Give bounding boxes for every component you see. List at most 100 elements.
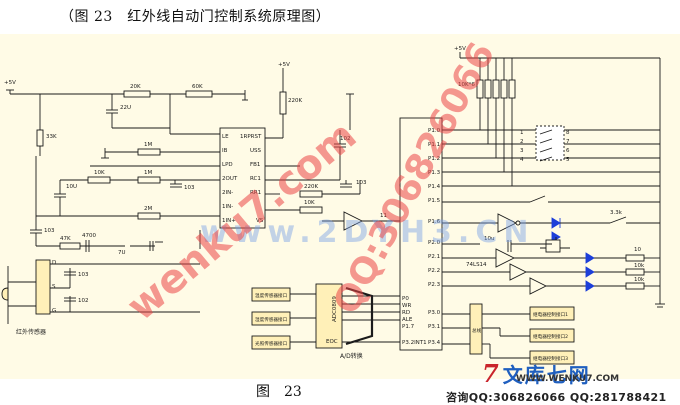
svg-text:11: 11 — [380, 213, 387, 219]
svg-text:LPD: LPD — [222, 162, 233, 168]
svg-text:220K: 220K — [288, 98, 302, 104]
svg-text:FB1: FB1 — [250, 162, 260, 168]
svg-text:10U: 10U — [66, 184, 77, 190]
svg-text:10k: 10k — [634, 263, 645, 269]
svg-text:S: S — [52, 284, 56, 290]
svg-text:P1.2: P1.2 — [428, 156, 440, 162]
svg-text:ADC0809: ADC0809 — [332, 296, 338, 322]
svg-text:继电器控制接口1: 继电器控制接口1 — [533, 311, 568, 318]
svg-text:33K: 33K — [46, 134, 57, 140]
svg-text:103: 103 — [78, 272, 89, 278]
brand-logo: 7 文库七网 — [482, 358, 591, 388]
switch-and-led-section: 3.3k 10u 74LS14 10 10k 10k — [442, 195, 660, 295]
svg-text:103: 103 — [356, 180, 367, 186]
svg-text:USS: USS — [250, 148, 262, 154]
svg-text:LE: LE — [222, 134, 229, 140]
svg-text:P1.6: P1.6 — [428, 219, 441, 225]
circuit-schematic: +5V 33K 20K 60K 22U LE IB LPD 2OUT 2IN- … — [1, 46, 665, 365]
svg-text:P2.0: P2.0 — [428, 240, 441, 246]
svg-text:1IN-: 1IN- — [222, 204, 233, 210]
svg-text:P1.3: P1.3 — [428, 170, 441, 176]
svg-text:7U: 7U — [118, 250, 126, 256]
svg-text:6: 6 — [566, 148, 570, 154]
svg-text:7: 7 — [566, 139, 570, 145]
vcc-left-label: +5V — [4, 80, 16, 86]
svg-text:1: 1 — [520, 130, 524, 136]
dip-switch: 1 2 3 4 8 7 6 5 — [520, 125, 570, 163]
svg-text:继电器控制接口3: 继电器控制接口3 — [533, 355, 568, 362]
svg-text:继电器控制接口2: 继电器控制接口2 — [533, 333, 568, 340]
svg-text:10K*6: 10K*6 — [458, 82, 475, 88]
svg-text:3.3k: 3.3k — [610, 210, 623, 216]
svg-text:湿度传感器接口: 湿度传感器接口 — [255, 316, 288, 323]
svg-text:2M: 2M — [144, 206, 152, 212]
svg-text:VS: VS — [256, 218, 264, 224]
resistor-33k — [36, 129, 44, 147]
svg-text:47K: 47K — [60, 236, 71, 242]
svg-text:P2.1: P2.1 — [428, 254, 440, 260]
svg-text:2OUT: 2OUT — [222, 176, 238, 182]
svg-text:1RPRST: 1RPRST — [240, 134, 262, 140]
relay-interfaces: 总线 继电器控制接口1 继电器控制接口2 继电器控制接口3 — [442, 303, 575, 365]
svg-text:P3.4: P3.4 — [428, 340, 441, 346]
svg-text:5: 5 — [566, 157, 570, 163]
svg-text:P0: P0 — [402, 296, 409, 302]
svg-text:2IN-: 2IN- — [222, 190, 233, 196]
svg-text:P3.0: P3.0 — [428, 310, 441, 316]
ir-sensor: D S G 红外传感器 103 102 — [1, 259, 200, 336]
svg-text:P2.2: P2.2 — [428, 268, 440, 274]
svg-text:+5V: +5V — [278, 62, 290, 68]
svg-text:1M: 1M — [144, 142, 152, 148]
svg-text:RR1: RR1 — [250, 190, 261, 196]
svg-text:RD: RD — [402, 310, 410, 316]
svg-text:103: 103 — [44, 228, 55, 234]
svg-text:P1.5: P1.5 — [428, 198, 441, 204]
svg-text:P3.2INT1: P3.2INT1 — [402, 340, 427, 346]
ic-bisz: LE IB LPD 2OUT 2IN- 1IN- 1IN+ 1RPRST USS… — [219, 127, 266, 229]
figure-caption-bottom: 图 23 — [256, 384, 302, 400]
svg-text:P3.1: P3.1 — [428, 324, 440, 330]
svg-text:10k: 10k — [634, 277, 645, 283]
resistor-network: +5V 10K*6 — [442, 46, 665, 308]
svg-text:RC1: RC1 — [250, 176, 261, 182]
svg-text:60K: 60K — [192, 84, 203, 90]
svg-text:G: G — [52, 308, 56, 314]
svg-text:220K: 220K — [304, 184, 318, 190]
brand-url: WWW.WENKU7.COM — [516, 374, 620, 384]
svg-text:20K: 20K — [130, 84, 141, 90]
svg-text:74LS14: 74LS14 — [466, 262, 487, 268]
svg-text:P1.1: P1.1 — [428, 142, 440, 148]
svg-text:102: 102 — [340, 136, 351, 142]
svg-text:102: 102 — [78, 298, 89, 304]
svg-text:+5V: +5V — [454, 46, 466, 52]
svg-text:总线: 总线 — [472, 327, 482, 334]
top-resistor-chain: 20K 60K 22U — [106, 84, 248, 135]
svg-text:103: 103 — [184, 185, 195, 191]
svg-text:A/D转换: A/D转换 — [340, 352, 363, 360]
svg-text:4: 4 — [520, 157, 524, 163]
svg-text:4700: 4700 — [82, 233, 96, 239]
brand-contact: 咨询QQ:306826066 QQ:281788421 — [446, 391, 667, 404]
svg-text:红外传感器: 红外传感器 — [16, 328, 46, 336]
svg-text:WR: WR — [402, 303, 411, 309]
ic-right-network: +5V 220K 102 103 220K 10K 11 — [265, 62, 400, 231]
svg-text:1M: 1M — [144, 170, 152, 176]
svg-text:ALE: ALE — [402, 317, 413, 323]
svg-text:10K: 10K — [94, 170, 105, 176]
svg-text:D: D — [52, 260, 56, 266]
svg-text:温度传感器接口: 温度传感器接口 — [255, 292, 288, 299]
svg-text:IB: IB — [222, 148, 228, 154]
adc-block: 温度传感器接口 湿度传感器接口 光照传感器接口 ADC0809 EOC A/D转… — [251, 283, 400, 360]
watermark-domain: www.2DYH3.CN — [200, 215, 535, 250]
brand-logo-mark: 7 — [482, 358, 499, 388]
svg-text:P1.7: P1.7 — [402, 324, 415, 330]
figure-caption-top: （图 23 红外线自动门控制系统原理图） — [60, 9, 331, 25]
svg-text:1IN+: 1IN+ — [222, 218, 236, 224]
svg-text:P1.4: P1.4 — [428, 184, 441, 190]
svg-text:P2.3: P2.3 — [428, 282, 441, 288]
svg-text:2: 2 — [520, 139, 524, 145]
svg-text:10: 10 — [634, 247, 641, 253]
mcu-8051: P0 WR RD ALE P1.7 P3.2INT1 P1.0 P1.1 P1.… — [399, 117, 443, 351]
svg-text:8: 8 — [566, 130, 570, 136]
svg-text:光照传感器接口: 光照传感器接口 — [255, 340, 288, 347]
